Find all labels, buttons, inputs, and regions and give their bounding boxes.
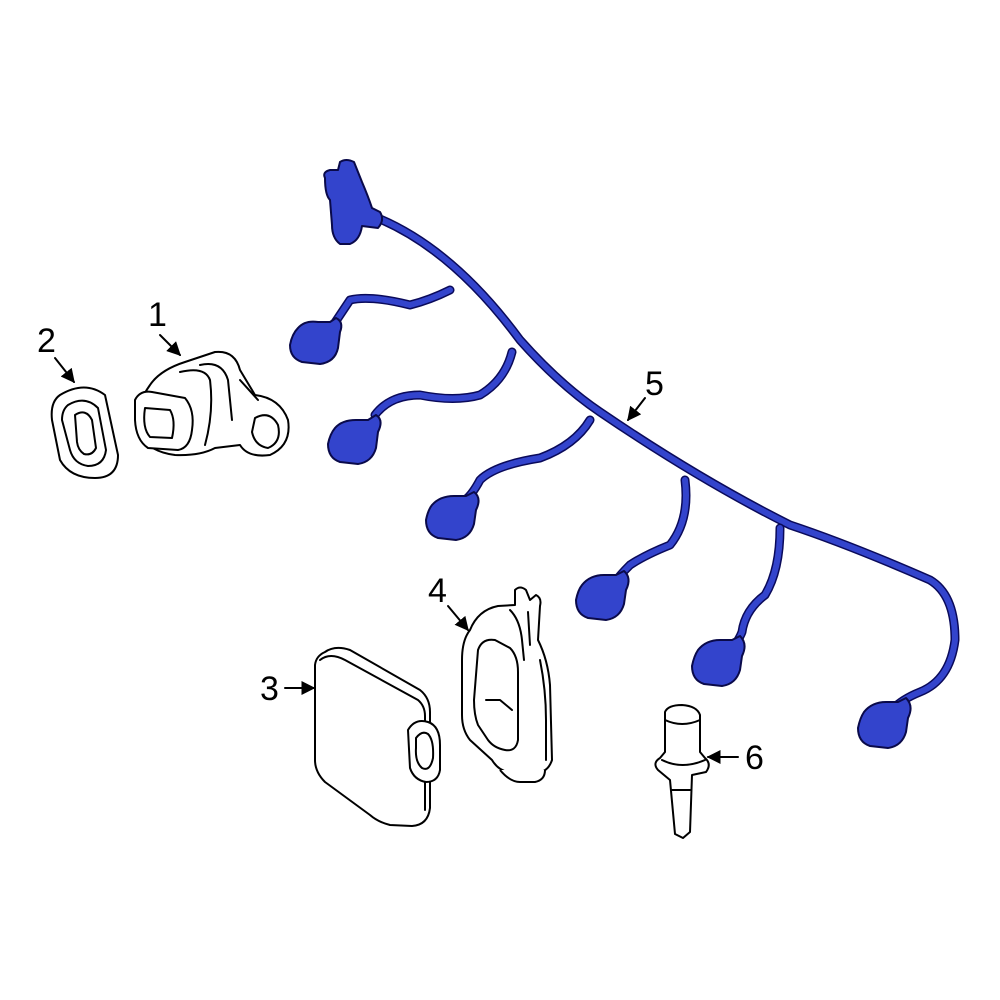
callout-1: 1 <box>148 296 167 334</box>
callout-4: 4 <box>428 572 447 610</box>
part-1-sensor <box>134 350 290 457</box>
harness-connector-5 <box>691 635 746 687</box>
leader-4 <box>447 605 469 632</box>
harness-connector-3 <box>425 491 480 541</box>
callout-2: 2 <box>37 322 56 360</box>
harness-wires <box>325 210 960 717</box>
harness-main-connector <box>323 159 384 245</box>
harness-connector-2 <box>327 414 382 465</box>
part-5-harness <box>289 159 960 749</box>
callout-6: 6 <box>745 739 764 777</box>
part-2-grommet <box>50 386 119 479</box>
part-4-bracket <box>461 586 553 783</box>
leader-5 <box>627 397 646 422</box>
harness-connector-4 <box>575 570 630 621</box>
callout-leaders <box>54 334 739 764</box>
leader-1 <box>159 334 181 356</box>
callout-3: 3 <box>260 670 279 708</box>
harness-connector-6 <box>857 697 912 749</box>
part-6-probe <box>654 704 710 839</box>
harness-connector-1 <box>289 317 343 365</box>
leader-2 <box>54 357 75 384</box>
part-3-module <box>314 646 441 827</box>
callout-5: 5 <box>645 365 664 403</box>
